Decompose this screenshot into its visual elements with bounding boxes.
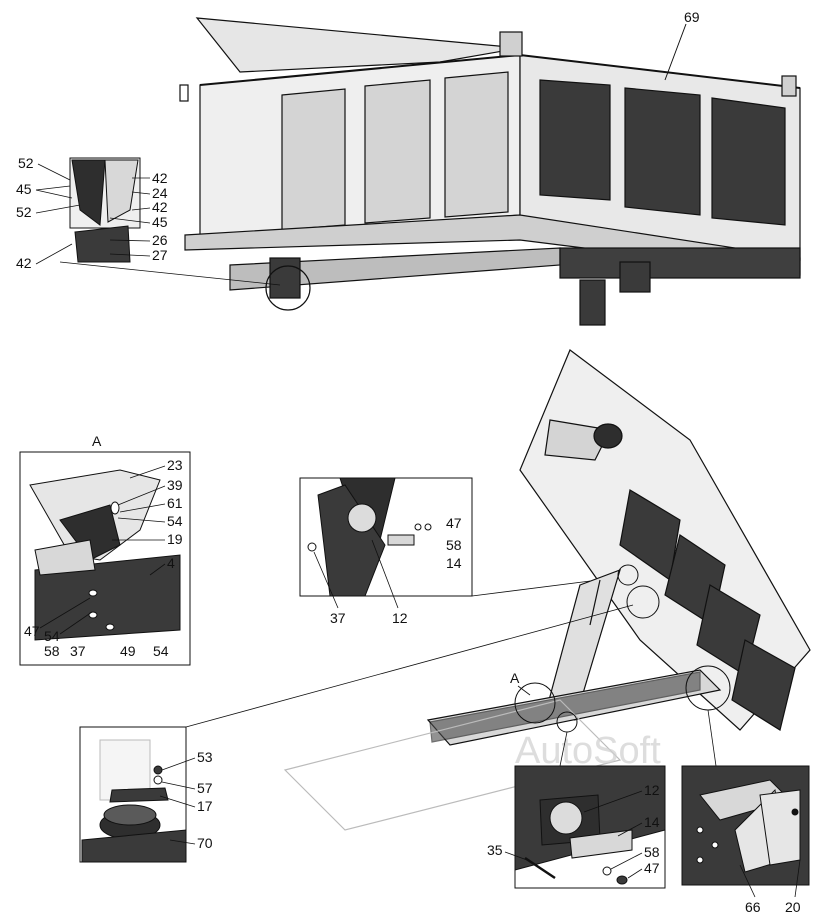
- watermark: AutoSoft: [515, 730, 661, 772]
- callout-24: 24: [152, 185, 168, 201]
- callout-4: 4: [167, 555, 175, 571]
- dump-body-top: [179, 17, 801, 326]
- callout-view-a: A: [510, 670, 520, 686]
- callout-23: 23: [167, 457, 183, 473]
- callout-42c: 42: [16, 255, 32, 271]
- inset-botmid-labels: 12 14 35 58 47: [487, 782, 660, 876]
- callout-49: 49: [120, 643, 136, 659]
- leader-69: [664, 23, 687, 81]
- tilted-body: [283, 349, 811, 831]
- callout-45b: 45: [152, 214, 168, 230]
- callout-53: 53: [197, 749, 213, 765]
- inset-botright-drawing: [681, 765, 810, 886]
- callout-19: 19: [167, 531, 183, 547]
- callout-54b: 54: [44, 628, 60, 644]
- callout-37-mid: 37: [330, 610, 346, 626]
- callout-37: 37: [70, 643, 86, 659]
- callout-52a: 52: [18, 155, 34, 171]
- callout-57: 57: [197, 780, 213, 796]
- callout-47: 47: [24, 623, 40, 639]
- callout-20: 20: [785, 899, 801, 915]
- left-detail-labels: 52 45 52 42 24 42 45 26 27 42: [16, 155, 168, 271]
- callout-42b: 42: [152, 199, 168, 215]
- callout-12-mid: 12: [392, 610, 408, 626]
- callout-66: 66: [745, 899, 761, 915]
- callout-58: 58: [44, 643, 60, 659]
- detail-circle-2: [626, 585, 660, 619]
- callout-17: 17: [197, 798, 213, 814]
- callout-58-mid: 58: [446, 537, 462, 553]
- left-detail-view: [59, 157, 281, 286]
- inset-botmid-leaders: [504, 731, 643, 879]
- inset-botmid-drawing: [514, 765, 666, 885]
- callout-39: 39: [167, 477, 183, 493]
- callout-47-bot: 47: [644, 860, 660, 876]
- inset-mid-labels: 47 58 14 37 12: [330, 515, 462, 626]
- callout-70: 70: [197, 835, 213, 851]
- callout-69: 69: [684, 9, 700, 25]
- inset-botright-leaders: [707, 709, 801, 898]
- callout-54a: 54: [167, 513, 183, 529]
- inset-low-labels: 53 57 17 70: [197, 749, 213, 851]
- inset-botright-labels: 66 20: [745, 899, 801, 915]
- callout-52b: 52: [16, 204, 32, 220]
- callout-54c: 54: [153, 643, 169, 659]
- inset-mid-drawing: [307, 477, 432, 597]
- left-detail-leaders: [35, 163, 151, 265]
- callout-14-mid: 14: [446, 555, 462, 571]
- callout-35: 35: [487, 842, 503, 858]
- callout-26: 26: [152, 232, 168, 248]
- inset-a-leaders: [39, 465, 166, 635]
- callout-45a: 45: [16, 181, 32, 197]
- inset-a-drawing: [29, 469, 181, 641]
- detail-circle-top: [265, 265, 311, 311]
- inset-low-drawing: [81, 739, 187, 863]
- callout-61: 61: [167, 495, 183, 511]
- detail-circle-1: [617, 564, 639, 586]
- callout-14-bot: 14: [644, 814, 660, 830]
- inset-low-leaders: [159, 604, 634, 845]
- callout-47-mid: 47: [446, 515, 462, 531]
- callout-42a: 42: [152, 170, 168, 186]
- inset-a-labels: 23 39 61 54 19 4 47 54 58 37 49 54: [24, 457, 183, 659]
- detail-circle-a: [514, 682, 556, 724]
- callout-58-bot: 58: [644, 844, 660, 860]
- callout-12-bot: 12: [644, 782, 660, 798]
- callout-27: 27: [152, 247, 168, 263]
- inset-a-header: A: [92, 433, 102, 449]
